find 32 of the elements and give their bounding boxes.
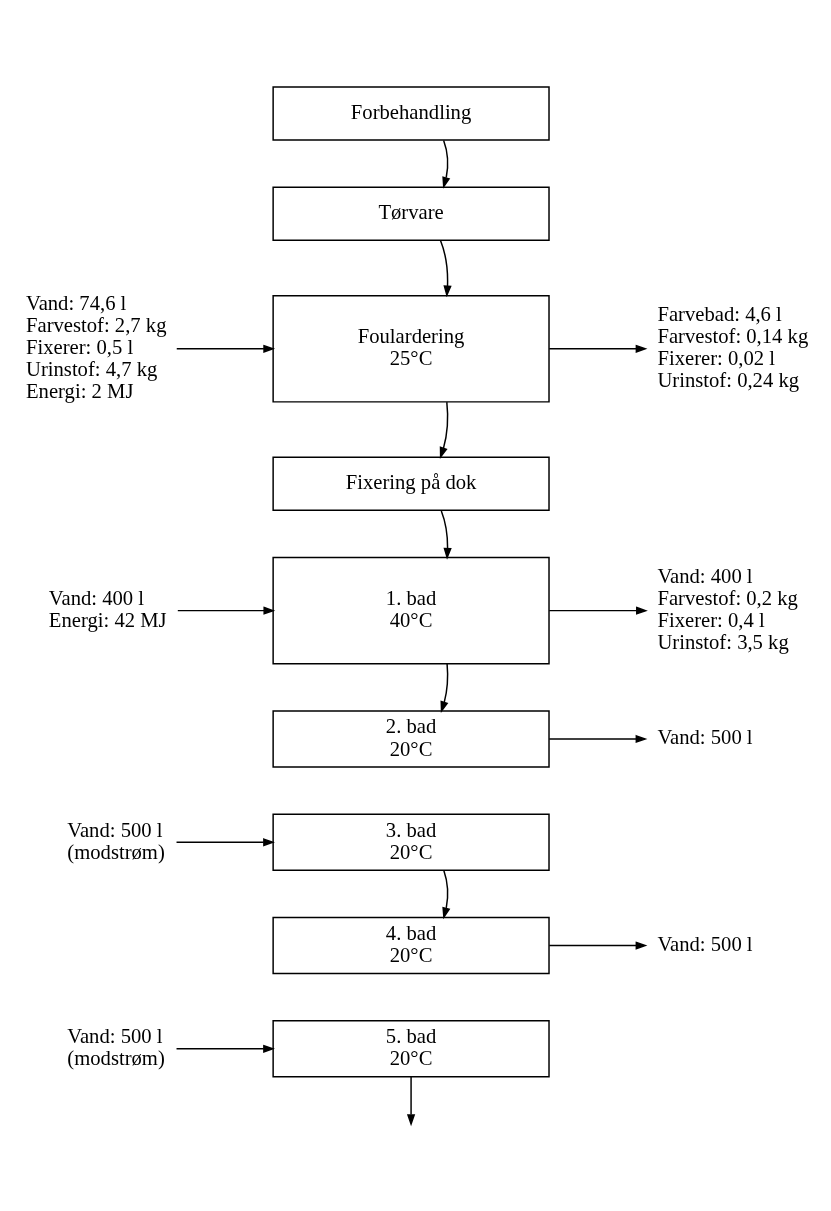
node-text: Vand: 400 l Energi: 42 MJ xyxy=(48,586,167,631)
node-text: Vand: 500 l xyxy=(657,725,753,748)
node-text: Vand: 74,6 l Farvestof: 2,7 kg Fixerer: 0,5 l Urinstof: 4,7 kg Energi: 2 MJ xyxy=(26,291,167,402)
arrow xyxy=(175,837,275,846)
node-box: Tørvare xyxy=(272,186,550,241)
arrow xyxy=(176,344,276,353)
arrow xyxy=(548,344,648,353)
node-box: 4. bad 20°C xyxy=(272,916,550,974)
arrow xyxy=(548,734,648,743)
node-text: Farvebad: 4,6 l Farvestof: 0,14 kg Fixerer: 0,02 l Urinstof: 0,24 kg xyxy=(657,302,809,391)
arrow xyxy=(175,1044,275,1053)
arrow xyxy=(548,940,648,950)
node-box: 2. bad 20°C xyxy=(272,709,550,768)
arrow xyxy=(177,606,276,615)
node-box: 5. bad 20°C xyxy=(272,1019,550,1078)
node-box: Foulardering 25°C xyxy=(272,294,550,403)
node-text: Vand: 500 l (modstrøm) xyxy=(67,818,165,863)
arrow xyxy=(406,1075,416,1126)
arrow xyxy=(439,400,449,459)
node-box: 3. bad 20°C xyxy=(272,813,550,871)
arrow xyxy=(548,606,648,615)
arrow xyxy=(440,662,449,713)
arrow xyxy=(439,239,452,297)
node-text: Vand: 500 l xyxy=(657,932,753,955)
node-text: Vand: 400 l Farvestof: 0,2 kg Fixerer: 0,4 l Urinstof: 3,5 kg xyxy=(657,564,798,653)
arrow xyxy=(440,509,452,560)
node-box: Forbehandling xyxy=(272,85,550,141)
node-box: Fixering på dok xyxy=(272,455,550,511)
node-text: Vand: 500 l (modstrøm) xyxy=(67,1024,165,1069)
node-box: 1. bad 40°C xyxy=(272,556,550,664)
arrow xyxy=(442,139,451,189)
arrow xyxy=(442,869,451,919)
